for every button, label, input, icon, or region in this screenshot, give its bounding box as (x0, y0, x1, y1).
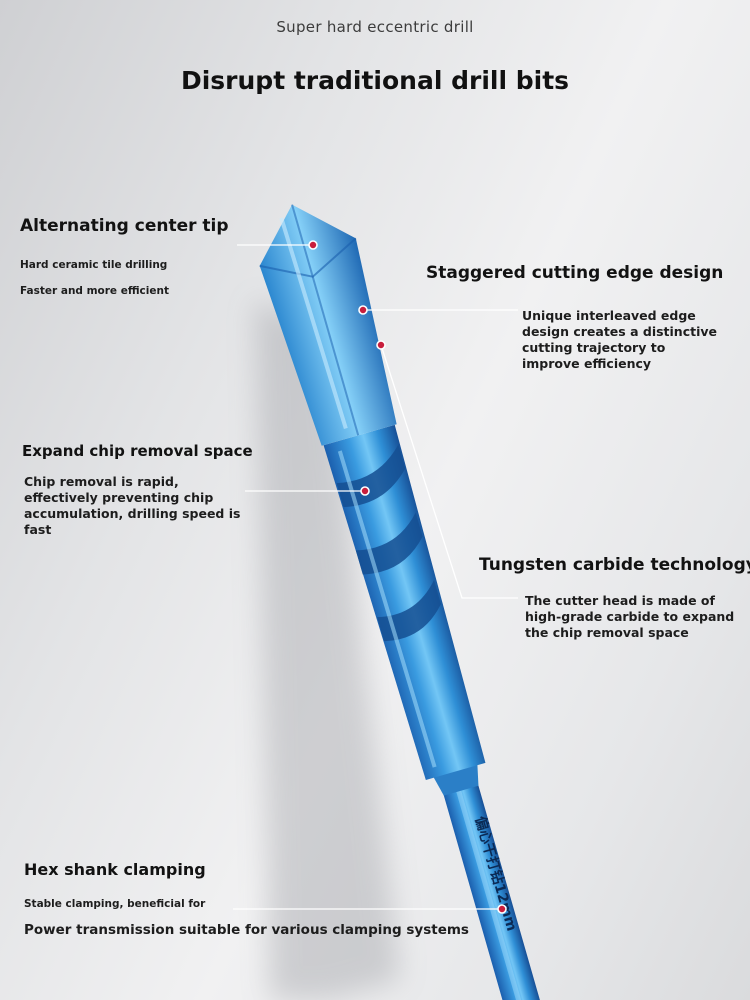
feature-desc-tungsten: The cutter head is made of high-grade ca… (525, 593, 735, 640)
markers (308, 240, 507, 914)
feature-title-staggered-edge: Staggered cutting edge design (426, 263, 724, 283)
marker-tungsten (376, 340, 386, 350)
feature-desc-staggered-edge: Unique interleaved edge design creates a… (522, 308, 717, 371)
marker-hex-shank (497, 904, 507, 914)
feature-title-chip-space: Expand chip removal space (22, 442, 253, 460)
feature-desc-chip-space: Chip removal is rapid, effectively preve… (24, 474, 241, 537)
marker-staggered-edge (358, 305, 368, 315)
page-subtitle: Super hard eccentric drill (276, 18, 474, 36)
feature-line-center-tip-1: Hard ceramic tile drilling (20, 259, 168, 271)
marker-center-tip (308, 240, 318, 250)
feature-title-hex-shank: Hex shank clamping (24, 860, 206, 879)
feature-line-hex-shank-1: Stable clamping, beneficial for (24, 898, 206, 910)
drill-body (323, 424, 486, 781)
drill-bit: 偏心干打钻12mm (259, 204, 548, 1000)
page-headline: Disrupt traditional drill bits (180, 66, 570, 95)
marker-chip-space (360, 486, 370, 496)
pointer-lines (233, 244, 518, 910)
drill-shadow (255, 300, 400, 1000)
feature-title-center-tip: Alternating center tip (20, 216, 229, 236)
hex-shank (441, 776, 548, 1000)
feature-line-center-tip-2: Faster and more efficient (20, 285, 169, 297)
pointer-line-tungsten (380, 344, 518, 599)
feature-title-tungsten: Tungsten carbide technology (479, 555, 750, 575)
feature-line-hex-shank-2: Power transmission suitable for various … (24, 922, 469, 938)
